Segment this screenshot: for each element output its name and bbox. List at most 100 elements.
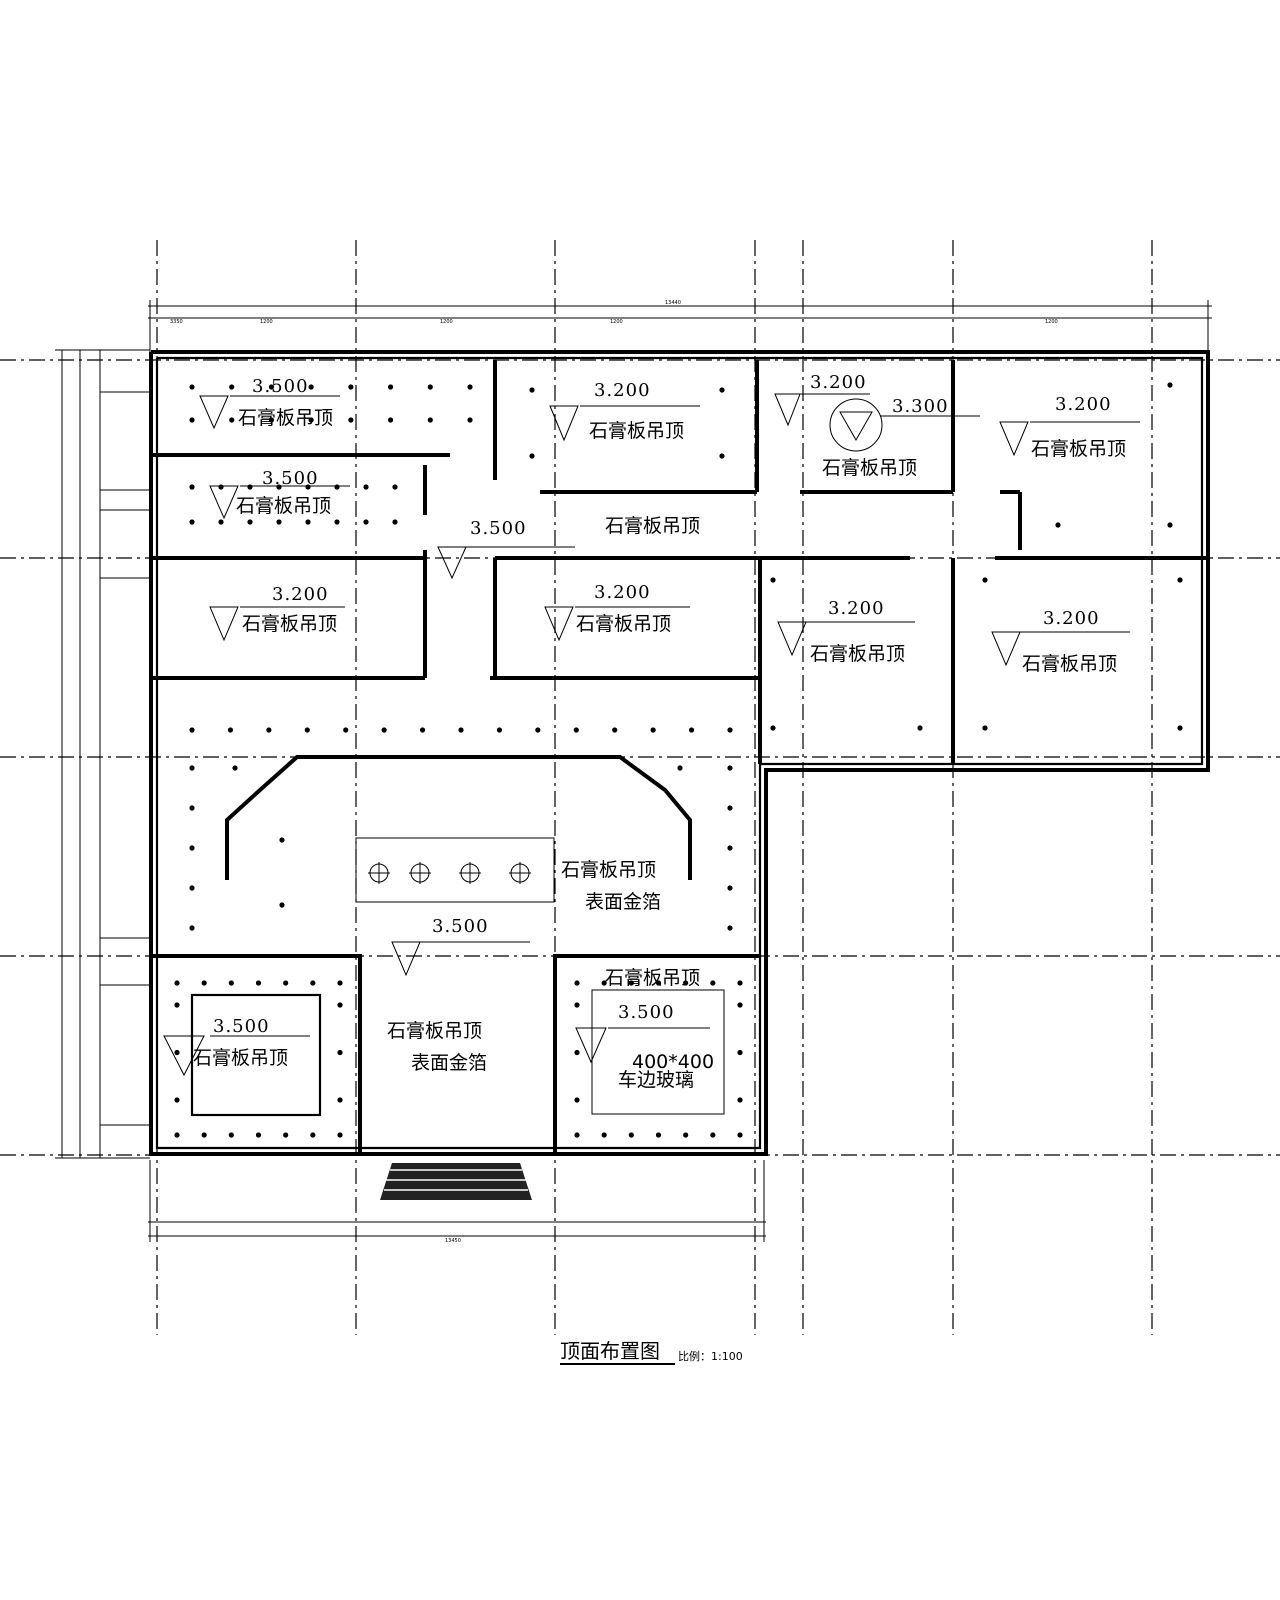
- downlight-dot: [337, 1097, 343, 1103]
- downlight-dot: [770, 577, 776, 583]
- downlight-dot: [727, 805, 733, 811]
- elev-room-mid-right1: 3.200: [828, 598, 885, 619]
- elev-dome: 3.300: [892, 396, 949, 417]
- downlight-dot: [337, 980, 343, 986]
- drawing-scale: 比例：1:100: [678, 1349, 743, 1363]
- downlight-dot: [305, 519, 311, 525]
- downlight-dot: [710, 980, 716, 986]
- level-symbols: [163, 393, 1140, 1077]
- downlight-dot: [348, 384, 354, 390]
- downlight-dot: [683, 1132, 689, 1138]
- downlight-dot: [1055, 522, 1061, 528]
- downlight-dot: [337, 1002, 343, 1008]
- downlight-dot: [201, 980, 207, 986]
- downlight-dot: [1167, 522, 1173, 528]
- downlight-dot: [496, 727, 503, 733]
- ceiling-room-top-right1: 石膏板吊顶: [822, 456, 917, 479]
- downlight-dot: [189, 417, 195, 423]
- downlight-dot: [174, 1132, 180, 1138]
- svg-text:13440: 13440: [665, 300, 681, 306]
- downlight-dot: [601, 980, 607, 986]
- downlight-dot: [363, 484, 369, 490]
- downlight-dot: [727, 925, 733, 931]
- downlight-dot: [655, 1132, 662, 1138]
- downlight-dot: [737, 1002, 743, 1008]
- downlight-dot: [573, 727, 579, 733]
- entrance-steps: [380, 1163, 532, 1200]
- downlight-dot: [535, 727, 541, 733]
- elev-room-mid-right2: 3.200: [1043, 608, 1100, 629]
- downlight-dot: [348, 417, 354, 423]
- downlight-dot: [255, 1132, 262, 1138]
- downlight-dot: [343, 727, 349, 733]
- downlight-dot: [458, 727, 464, 733]
- elev-corridor: 3.500: [470, 518, 527, 539]
- downlight-dot: [279, 902, 285, 908]
- downlight-dot: [467, 417, 473, 423]
- downlight-dot: [529, 387, 535, 393]
- ceiling-entrance: 石膏板吊顶: [387, 1019, 482, 1042]
- downlight-dot: [189, 519, 195, 525]
- ceiling-room-mid-left: 石膏板吊顶: [242, 612, 337, 635]
- downlight-dot: [189, 805, 195, 811]
- downlight-dot: [229, 417, 235, 423]
- elevation-labels: 3.500 3.500 3.500 3.200 3.200 3.300 3.20…: [213, 372, 1111, 1037]
- glass-material-label: 车边玻璃: [618, 1069, 694, 1091]
- downlight-dot: [266, 727, 272, 733]
- downlight-dot: [308, 417, 314, 423]
- elev-room-top-right1: 3.200: [810, 372, 867, 393]
- finish-entrance: 表面金箔: [411, 1052, 487, 1074]
- downlight-dot: [334, 519, 340, 525]
- downlight-dot: [574, 1132, 580, 1138]
- downlight-dot: [308, 384, 314, 390]
- downlight-dot: [276, 484, 282, 490]
- downlight-dot: [1177, 725, 1183, 731]
- downlight-dots: [174, 382, 1183, 1138]
- downlight-dot: [268, 384, 275, 390]
- downlight-dot: [247, 484, 253, 490]
- ceiling-hall: 石膏板吊顶: [561, 858, 656, 881]
- downlight-dot: [677, 765, 683, 771]
- downlight-dot: [305, 484, 311, 490]
- downlight-dot: [189, 384, 195, 390]
- downlight-dot: [174, 1002, 180, 1008]
- ceiling-room-mid-right1: 石膏板吊顶: [810, 642, 905, 665]
- ceiling-room-top-right2: 石膏板吊顶: [1031, 437, 1126, 460]
- downlight-dot: [304, 727, 310, 733]
- downlight-dot: [174, 980, 180, 986]
- downlight-dot: [982, 577, 988, 583]
- downlight-dot: [337, 1132, 343, 1138]
- svg-text:13450: 13450: [445, 1238, 461, 1244]
- elev-room-top-center: 3.200: [594, 380, 651, 401]
- downlight-dot: [917, 725, 923, 731]
- elev-room-tl: 3.500: [252, 376, 309, 397]
- downlight-dot: [268, 417, 275, 423]
- svg-text:1200: 1200: [260, 319, 273, 325]
- downlight-dot: [363, 519, 369, 525]
- downlight-dot: [189, 484, 195, 490]
- downlight-dot: [392, 519, 398, 525]
- chandelier-fixtures: [368, 862, 531, 884]
- downlight-dot: [612, 727, 618, 733]
- downlight-dot: [737, 1132, 743, 1138]
- downlight-dot: [279, 837, 285, 843]
- downlight-dot: [227, 727, 234, 733]
- downlight-dot: [650, 727, 656, 733]
- downlight-dot: [727, 765, 733, 771]
- downlight-dot: [710, 1132, 716, 1138]
- downlight-dot: [727, 885, 733, 891]
- svg-text:1200: 1200: [440, 319, 453, 325]
- downlight-dot: [174, 1049, 180, 1056]
- downlight-dot: [628, 980, 634, 986]
- elev-room-bottom-right: 3.500: [618, 1002, 675, 1023]
- downlight-dot: [574, 1002, 580, 1008]
- glass-size-label: 400*400: [632, 1051, 714, 1073]
- downlight-dot: [737, 1049, 743, 1056]
- ceiling-room-bottom-left: 石膏板吊顶: [193, 1046, 288, 1069]
- downlight-dot: [337, 1049, 343, 1056]
- downlight-dot: [218, 519, 224, 525]
- downlight-dot: [467, 384, 473, 390]
- downlight-dot: [392, 484, 398, 490]
- downlight-dot: [727, 845, 733, 851]
